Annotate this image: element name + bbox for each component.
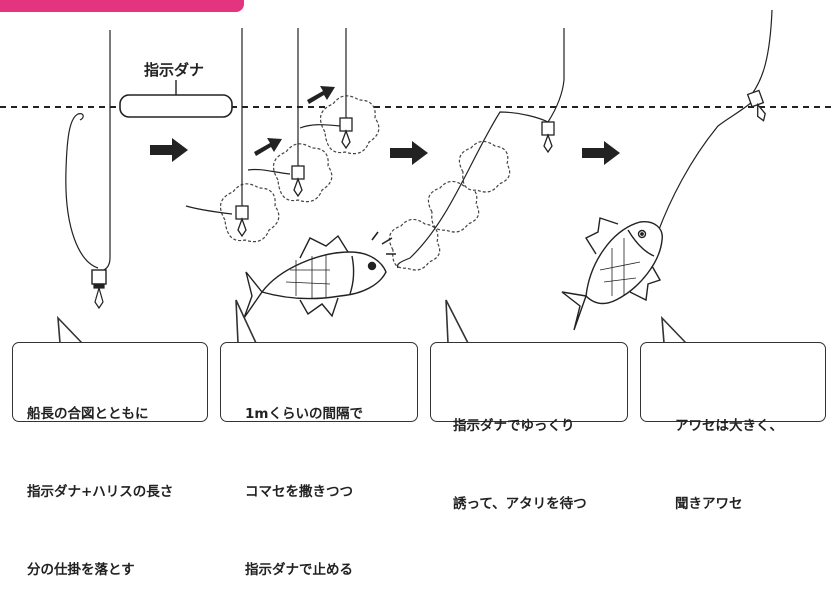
step3-sinker xyxy=(541,121,555,154)
caption-tails xyxy=(57,299,687,344)
caption-line: コマセを撒きつつ xyxy=(245,484,353,500)
caption-step-2: 1mくらいの間隔で コマセを撒きつつ 指示ダナで止める xyxy=(220,342,418,578)
header-tab xyxy=(0,0,244,12)
caption-step-1: 船長の合図とともに 指示ダナ+ハリスの長さ 分の仕掛を落とす xyxy=(12,342,208,578)
caption-line: 指示ダナで止める xyxy=(245,562,353,578)
step3-chum-clouds xyxy=(388,140,511,271)
caption-line: 指示ダナ+ハリスの長さ xyxy=(27,484,174,500)
caption-line: 1mくらいの間隔で xyxy=(245,406,363,422)
step4-lines xyxy=(657,9,773,233)
depth-label: 指示ダナ xyxy=(143,61,204,79)
step4-sinker xyxy=(746,89,766,122)
fish-icon xyxy=(243,231,396,319)
arrow-right-icon xyxy=(582,141,620,165)
caption-line: 船長の合図とともに xyxy=(27,406,149,422)
caption-line: 指示ダナでゆっくり xyxy=(453,418,575,434)
caption-line: 誘って、アタリを待つ xyxy=(453,496,587,512)
step2-sinkers xyxy=(235,117,353,238)
caption-line: 聞きアワセ xyxy=(675,496,743,512)
step2-up-arrows xyxy=(254,86,335,156)
fishing-diagram xyxy=(0,9,834,344)
depth-label-bracket xyxy=(119,94,233,118)
arrow-right-icon xyxy=(390,141,428,165)
caption-step-4: アワセは大きく、 聞きアワセ xyxy=(640,342,826,512)
step1-rig xyxy=(65,30,111,310)
caption-line: アワセは大きく、 xyxy=(675,418,783,434)
fish-icon xyxy=(561,217,663,331)
caption-line: 分の仕掛を落とす xyxy=(27,562,135,578)
arrow-right-icon xyxy=(150,138,188,162)
step2-lines xyxy=(185,28,347,215)
step3-lines xyxy=(396,28,565,269)
caption-step-3: 指示ダナでゆっくり 誘って、アタリを待つ xyxy=(430,342,628,512)
